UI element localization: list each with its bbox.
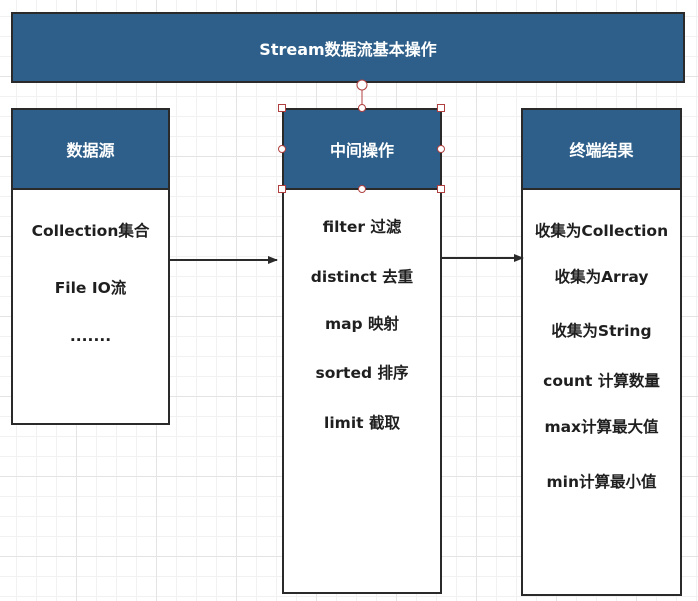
source-list[interactable]: Collection集合 File IO流 ....... — [11, 190, 170, 425]
terminal-item: max计算最大值 — [544, 418, 659, 436]
resize-handle-bottom[interactable] — [358, 185, 366, 193]
intermediate-header-label: 中间操作 — [329, 141, 394, 160]
resize-handle-bottom-right[interactable] — [437, 185, 445, 193]
terminal-item: 收集为String — [551, 322, 652, 340]
intermediate-item: map 映射 — [324, 315, 400, 333]
terminal-header-label: 终端结果 — [569, 141, 634, 160]
intermediate-item: distinct 去重 — [310, 268, 414, 286]
resize-handle-top-right[interactable] — [437, 104, 445, 112]
diagram-title-box[interactable]: Stream数据流基本操作 — [11, 12, 685, 83]
intermediate-item: filter 过滤 — [322, 218, 402, 236]
terminal-list[interactable]: 收集为Collection 收集为Array 收集为String count 计… — [521, 190, 682, 596]
source-item: Collection集合 — [31, 222, 150, 240]
resize-handle-left[interactable] — [278, 145, 286, 153]
intermediate-list[interactable]: filter 过滤 distinct 去重 map 映射 sorted 排序 l… — [282, 190, 442, 594]
resize-handle-top[interactable] — [358, 104, 366, 112]
terminal-item: 收集为Array — [554, 268, 649, 286]
source-header[interactable]: 数据源 — [11, 108, 170, 190]
resize-handle-top-left[interactable] — [278, 104, 286, 112]
source-header-label: 数据源 — [66, 141, 115, 160]
intermediate-item: sorted 排序 — [315, 364, 409, 382]
terminal-item: count 计算数量 — [543, 372, 660, 390]
resize-handle-right[interactable] — [437, 145, 445, 153]
source-item: File IO流 — [54, 279, 127, 297]
diagram-title: Stream数据流基本操作 — [259, 39, 437, 59]
intermediate-item: limit 截取 — [324, 414, 400, 432]
terminal-item: min计算最小值 — [546, 473, 657, 491]
rotation-handle[interactable] — [356, 79, 368, 91]
terminal-item: 收集为Collection — [534, 222, 669, 240]
resize-handle-bottom-left[interactable] — [278, 185, 286, 193]
terminal-header[interactable]: 终端结果 — [521, 108, 682, 190]
source-item: ....... — [69, 327, 112, 345]
